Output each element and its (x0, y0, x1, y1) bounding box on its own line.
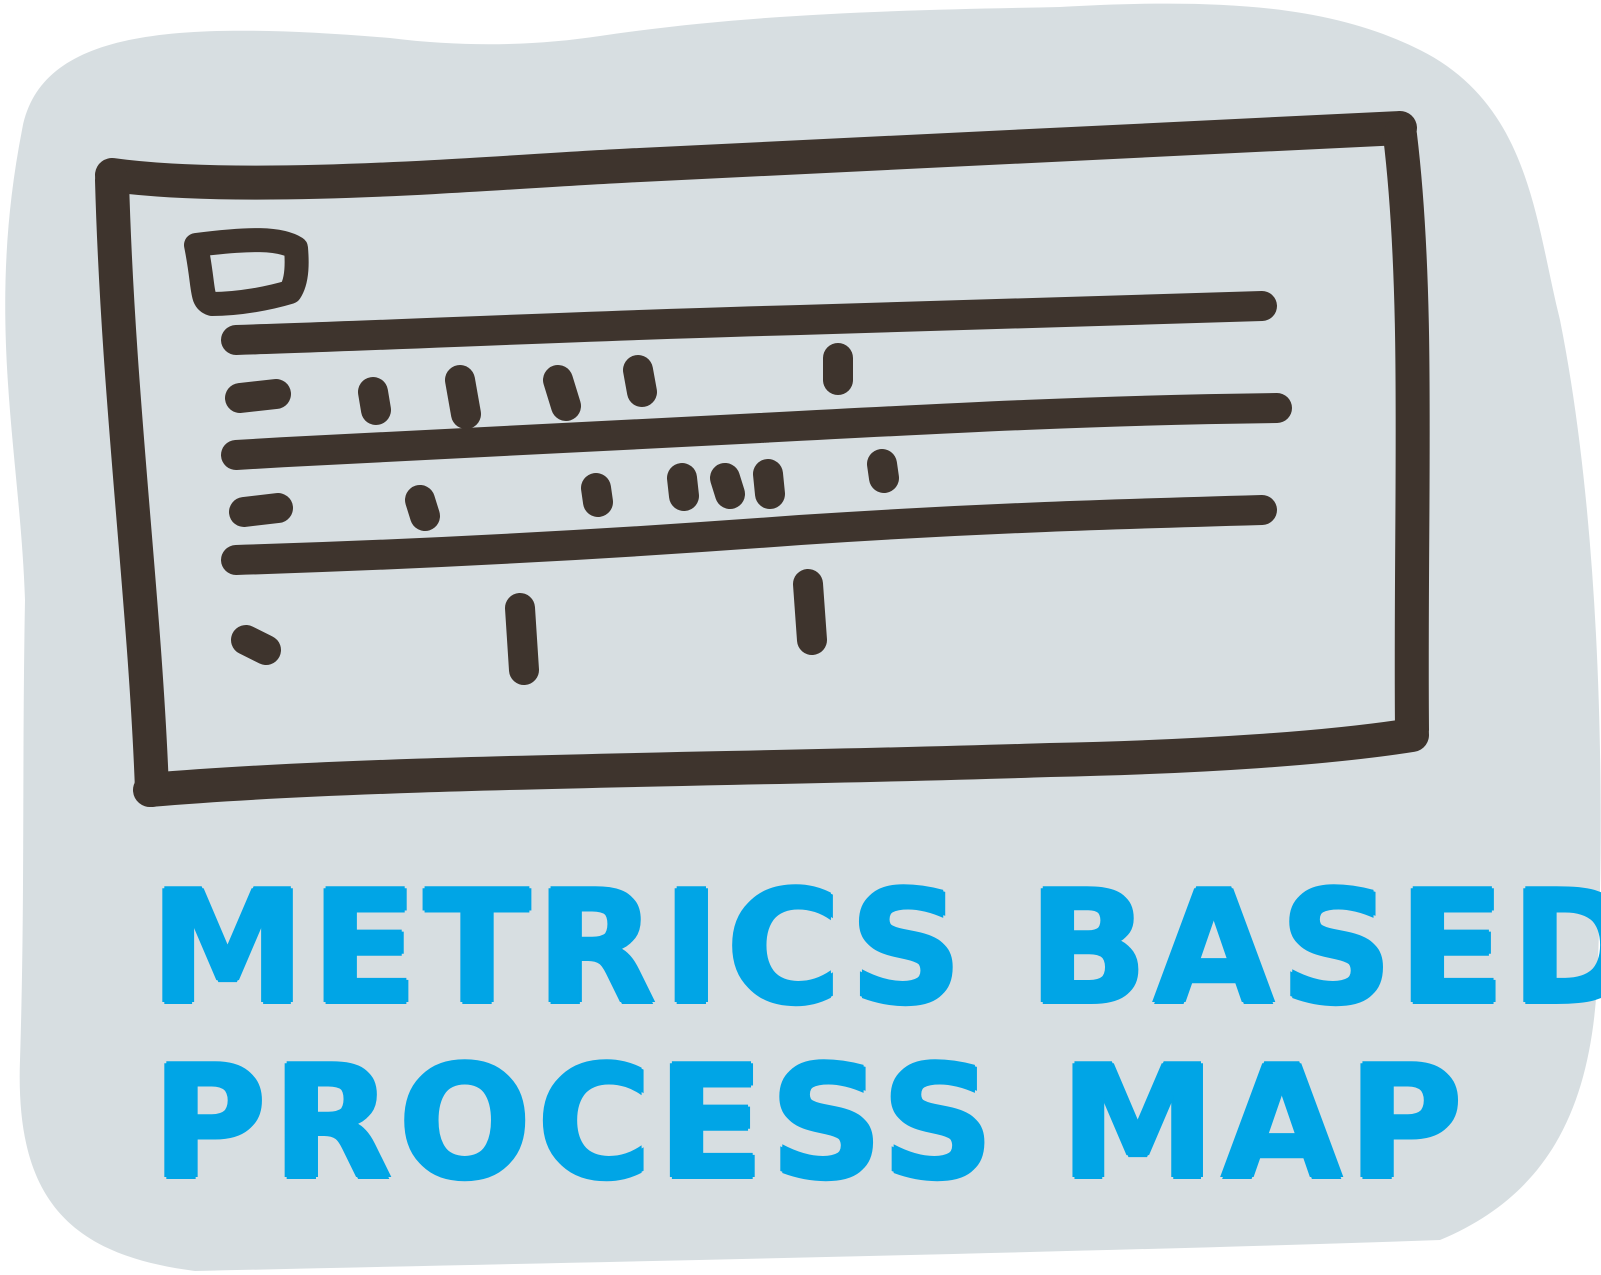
row1-tick-2 (445, 365, 481, 429)
row1-bullet (225, 379, 291, 413)
caption-line-2: PROCESS MAP (152, 1032, 1469, 1214)
row-line-3 (221, 495, 1277, 575)
row2-tick-4 (710, 463, 745, 509)
row2-tick-1 (405, 485, 440, 531)
row3-tick-1 (505, 593, 539, 685)
caption-line-1: METRICS BASED (150, 857, 1601, 1039)
frame-top-edge (95, 111, 1417, 200)
row3-tick-2 (793, 569, 827, 655)
row1-tick-1 (358, 377, 391, 425)
row2-tick-6 (867, 449, 899, 493)
frame-bottom-edge (133, 718, 1429, 807)
row2-bullet (229, 493, 293, 527)
row2-tick-3 (667, 463, 699, 511)
row-line-1 (221, 291, 1277, 355)
frame-left-edge (95, 163, 169, 807)
row2-tick-5 (753, 459, 785, 509)
checkbox-square (184, 228, 309, 316)
row1-tick-4 (623, 355, 657, 407)
row1-tick-3 (543, 365, 581, 421)
frame-right-edge (1383, 118, 1430, 747)
table-frame (95, 111, 1430, 807)
row3-bullet (231, 625, 281, 665)
row-line-2 (221, 393, 1292, 470)
row2-tick-2 (581, 473, 613, 517)
